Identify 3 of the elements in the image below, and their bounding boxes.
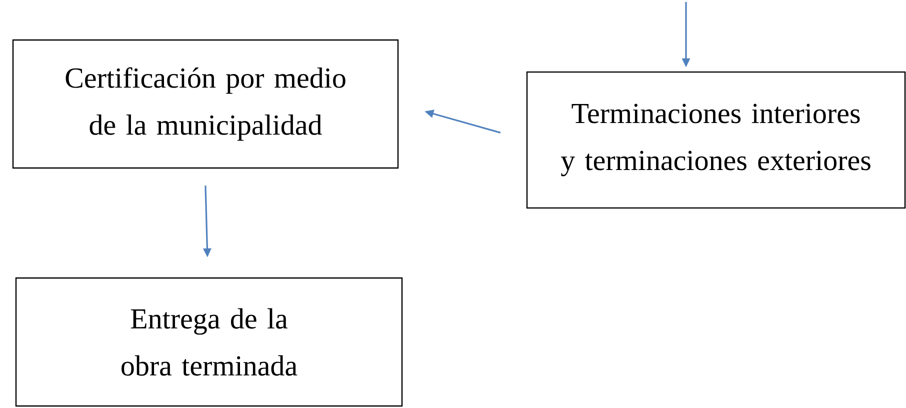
process-box: Certificación por medio de la municipalidad (12, 39, 399, 169)
process-box: Entrega de la obra terminada (15, 277, 403, 407)
process-box: Terminaciones interiores y terminaciones exteriores (526, 71, 906, 209)
